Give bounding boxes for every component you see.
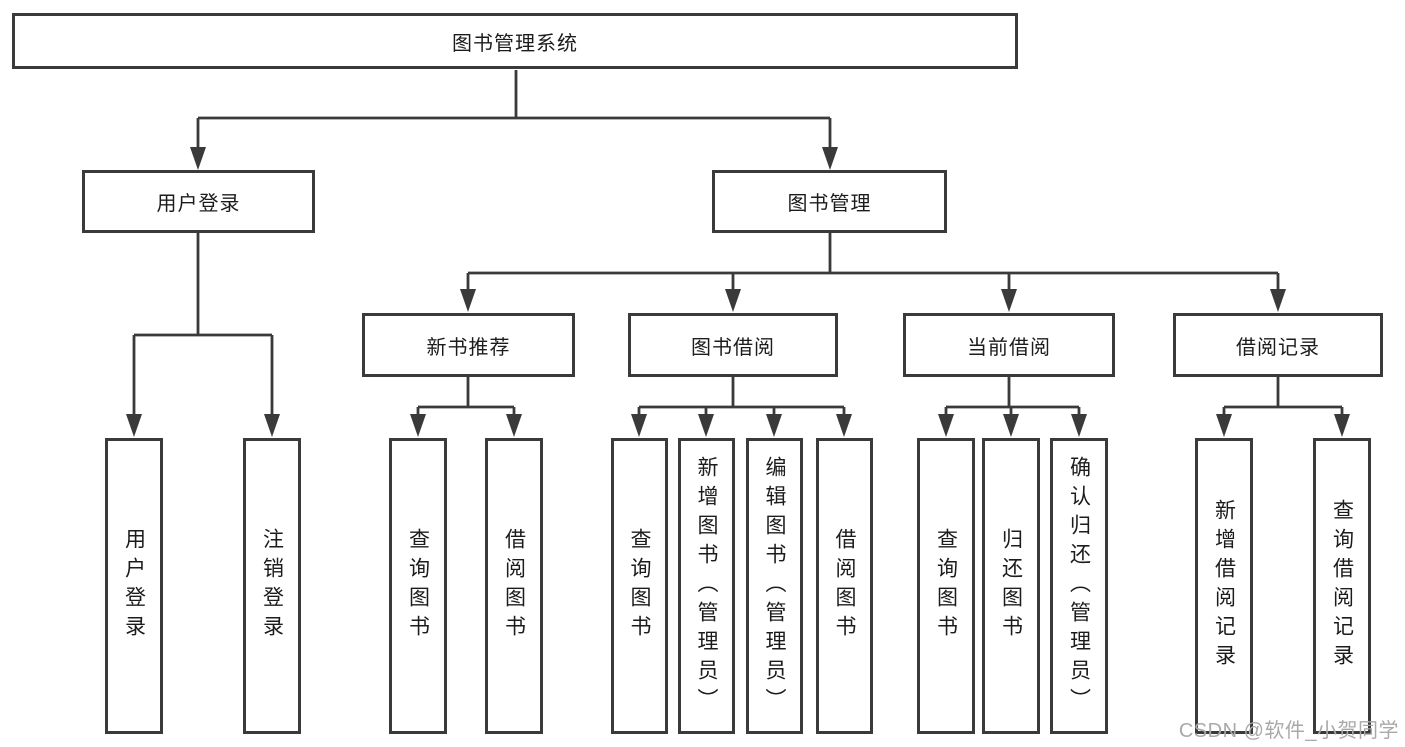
- node-book-borrow-label: 图书借阅: [691, 336, 775, 359]
- node-leaf-add-borrow-record: 新增借阅记录: [1195, 438, 1253, 734]
- node-leaf-confirm-return-admin-label: 确认归还（管理员）: [1067, 455, 1091, 717]
- node-leaf-borrow-books-2: 借阅图书: [816, 438, 873, 734]
- node-borrow-record-label: 借阅记录: [1236, 336, 1320, 359]
- node-leaf-user-login: 用户登录: [105, 438, 163, 734]
- node-leaf-query-books-2: 查询图书: [611, 438, 668, 734]
- node-leaf-query-books-1: 查询图书: [389, 438, 447, 734]
- node-leaf-user-login-label: 用户登录: [122, 528, 146, 644]
- node-current-borrow: 当前借阅: [903, 313, 1115, 377]
- node-leaf-query-books-3-label: 查询图书: [934, 528, 958, 644]
- node-leaf-borrow-books-1-label: 借阅图书: [502, 528, 526, 644]
- node-root-system-label: 图书管理系统: [452, 32, 578, 55]
- node-book-management-label: 图书管理: [787, 193, 872, 215]
- node-current-borrow-label: 当前借阅: [967, 336, 1051, 359]
- node-leaf-edit-books-admin: 编辑图书（管理员）: [746, 438, 803, 734]
- connector-arrowheads: [126, 147, 1350, 437]
- node-user-login-label: 用户登录: [156, 193, 241, 215]
- node-leaf-query-books-1-label: 查询图书: [406, 528, 430, 644]
- node-new-book-recommend-label: 新书推荐: [426, 336, 511, 359]
- node-leaf-add-books-admin-label: 新增图书（管理员）: [695, 455, 718, 717]
- node-leaf-query-borrow-record-label: 查询借阅记录: [1330, 499, 1354, 673]
- node-root-system: 图书管理系统: [12, 13, 1018, 69]
- node-leaf-return-books: 归还图书: [982, 438, 1040, 734]
- node-user-login: 用户登录: [82, 170, 315, 233]
- node-leaf-add-books-admin: 新增图书（管理员）: [678, 438, 735, 734]
- node-leaf-query-borrow-record: 查询借阅记录: [1313, 438, 1371, 734]
- node-borrow-record: 借阅记录: [1173, 313, 1383, 377]
- csdn-watermark: CSDN @软件_小贺同学: [1178, 720, 1399, 742]
- node-new-book-recommend: 新书推荐: [362, 313, 575, 377]
- node-leaf-logout-label: 注销登录: [260, 528, 284, 644]
- node-leaf-borrow-books-1: 借阅图书: [485, 438, 543, 734]
- node-leaf-edit-books-admin-label: 编辑图书（管理员）: [763, 455, 786, 717]
- node-leaf-borrow-books-2-label: 借阅图书: [833, 528, 856, 644]
- node-book-management: 图书管理: [712, 170, 947, 233]
- node-leaf-query-books-2-label: 查询图书: [628, 528, 651, 644]
- node-leaf-query-books-3: 查询图书: [917, 438, 975, 734]
- node-leaf-logout: 注销登录: [243, 438, 301, 734]
- node-leaf-confirm-return-admin: 确认归还（管理员）: [1050, 438, 1108, 734]
- node-leaf-return-books-label: 归还图书: [999, 528, 1023, 644]
- node-book-borrow: 图书借阅: [628, 313, 838, 377]
- node-leaf-add-borrow-record-label: 新增借阅记录: [1212, 499, 1236, 673]
